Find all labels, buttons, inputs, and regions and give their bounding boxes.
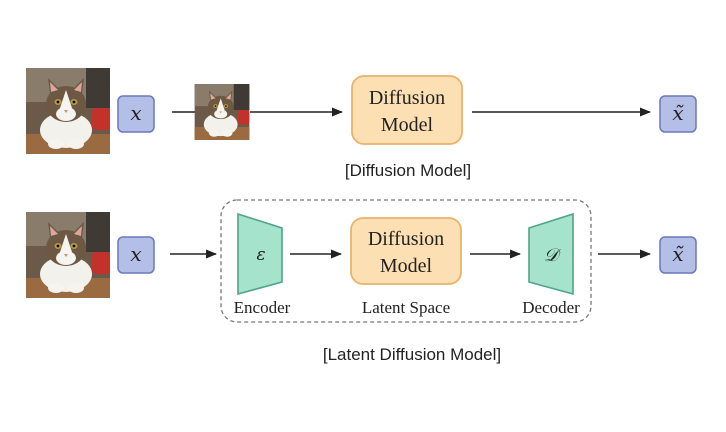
latent-frame [220,199,592,323]
row2-input-image [26,212,110,298]
row2-model-line1: Diffusion [368,228,444,250]
row2-output-variable: x̃ [659,236,697,274]
row1-model-line1: Diffusion [369,87,445,109]
decoder-symbol: 𝒟 [544,245,562,266]
row2-input-label: x [130,242,141,266]
row1-output-label: x̃ [672,101,684,125]
encoder-label: Encoder [234,298,291,317]
decoder-block: 𝒟 [528,212,574,296]
row2-diffusion-model-box: Diffusion Model [350,217,462,285]
row2-input-variable: x [117,236,155,274]
row1-input-variable: x [117,95,155,133]
row2-output-label: x̃ [672,242,684,266]
latent-space-label: Latent Space [362,298,450,317]
encoder-block: ε [237,212,283,296]
row1-noisy-image [194,84,250,140]
decoder-label: Decoder [522,298,580,317]
row2-caption: [Latent Diffusion Model] [323,345,501,364]
row1-model-line2: Model [381,114,434,136]
row1-input-label: x [130,101,141,125]
row2-model-line2: Model [380,255,433,277]
encoder-symbol: ε [256,245,265,265]
row1-output-variable: x̃ [659,95,697,133]
row1-diffusion-model-box: Diffusion Model [351,75,463,145]
row1-caption: [Diffusion Model] [345,161,471,180]
row1-input-image [26,68,110,154]
